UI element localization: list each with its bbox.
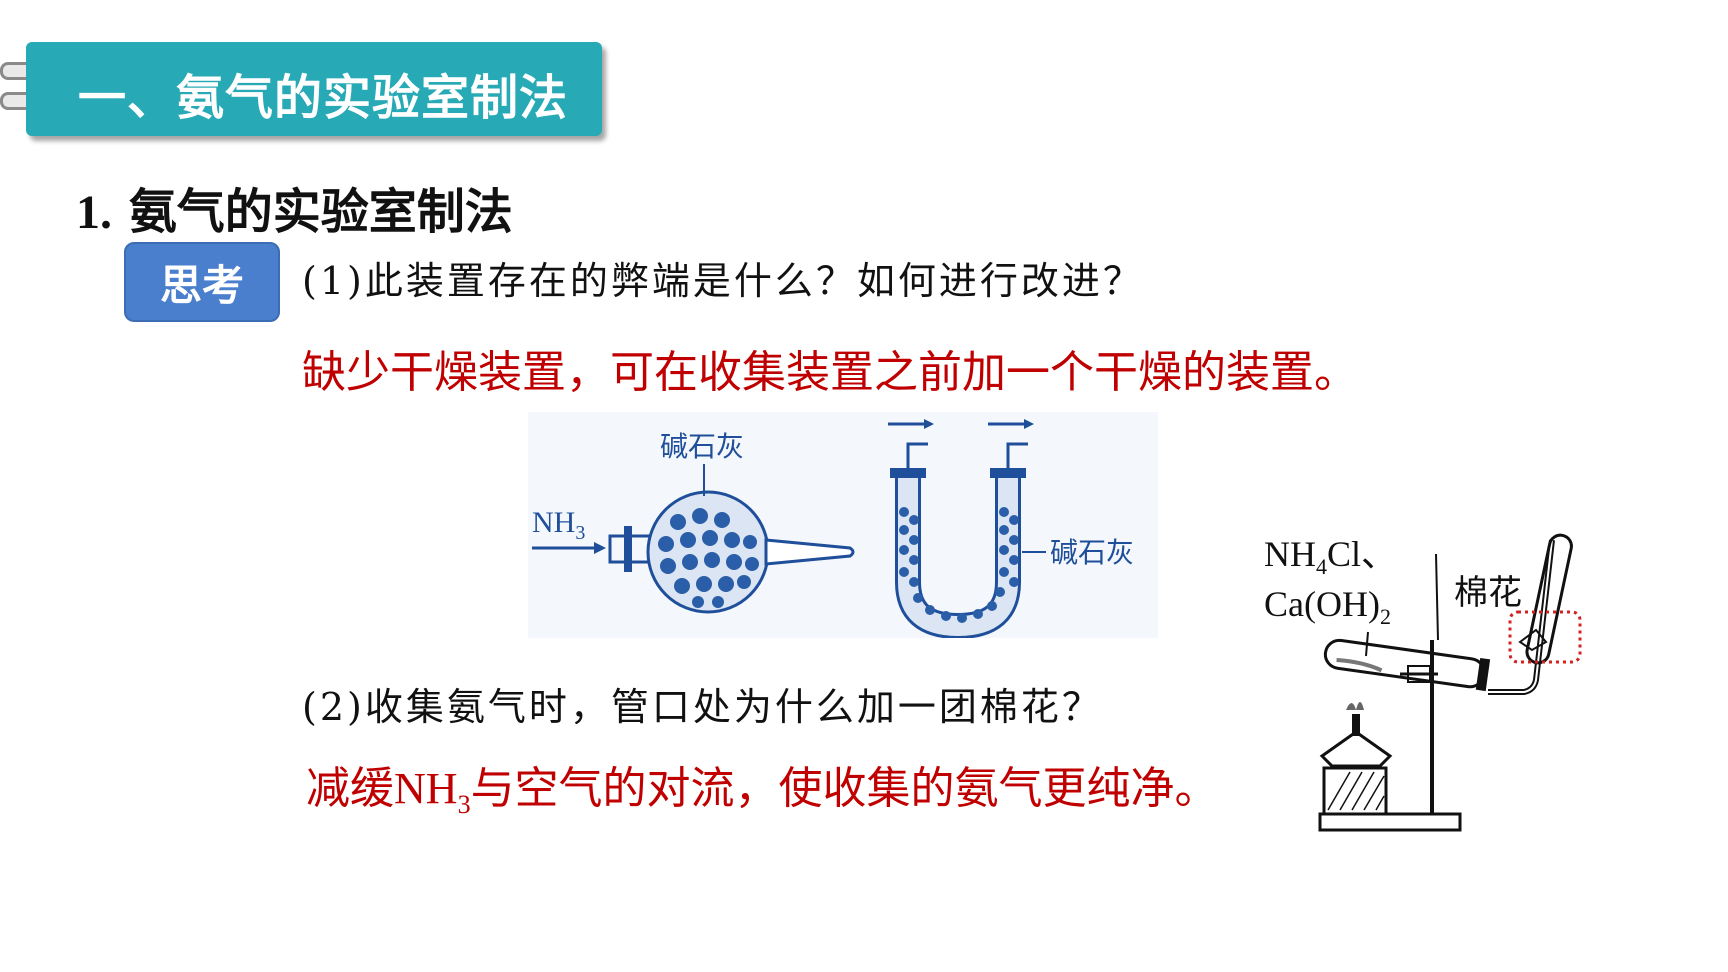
cotton-label: 棉花	[1454, 573, 1522, 613]
cotton-plug-icon	[1518, 628, 1548, 652]
answer-1: 缺少干燥装置，可在收集装置之前加一个干燥的装置。	[302, 347, 1358, 398]
section-heading: 1. 氨气的实验室制法	[76, 172, 513, 242]
ammonia-apparatus-figure: NH4Cl、 Ca(OH)2 棉花	[1264, 533, 1582, 832]
collection-tube	[1525, 533, 1573, 665]
question-2: (2)收集氨气时，管口处为什么加一团棉花？	[302, 685, 1103, 729]
reagent-label-1: NH4Cl、	[1264, 534, 1397, 579]
drying-apparatus-figure: NH3 碱石灰 碱石灰	[528, 412, 1158, 638]
section-number: 1.	[76, 186, 112, 239]
soda-lime-label-2: 碱石灰	[1050, 536, 1134, 569]
question-1: (1)此装置存在的弊端是什么？如何进行改进？	[302, 259, 1144, 303]
soda-lime-granules	[658, 508, 759, 608]
cotton-highlight-box	[1508, 610, 1582, 664]
lamp-block	[1322, 766, 1388, 816]
answer-2: 减缓NH3与空气的对流，使收集的氨气更纯净。	[306, 763, 1219, 819]
u-tube	[888, 419, 1034, 638]
section-title: 氨气的实验室制法	[128, 184, 513, 240]
flame-icon	[1346, 702, 1364, 710]
alcohol-lamp	[1319, 730, 1393, 768]
think-badge: 思考	[124, 242, 280, 322]
test-tube	[1323, 638, 1491, 692]
gas-label: NH3	[532, 506, 585, 544]
reagent-label-2: Ca(OH)2	[1264, 584, 1391, 629]
stand-base	[1318, 812, 1462, 832]
banner-title: 一、氨气的实验室制法	[78, 70, 569, 126]
soda-lime-label-1: 碱石灰	[660, 430, 744, 463]
title-banner: 一、氨气的实验室制法	[26, 42, 602, 136]
